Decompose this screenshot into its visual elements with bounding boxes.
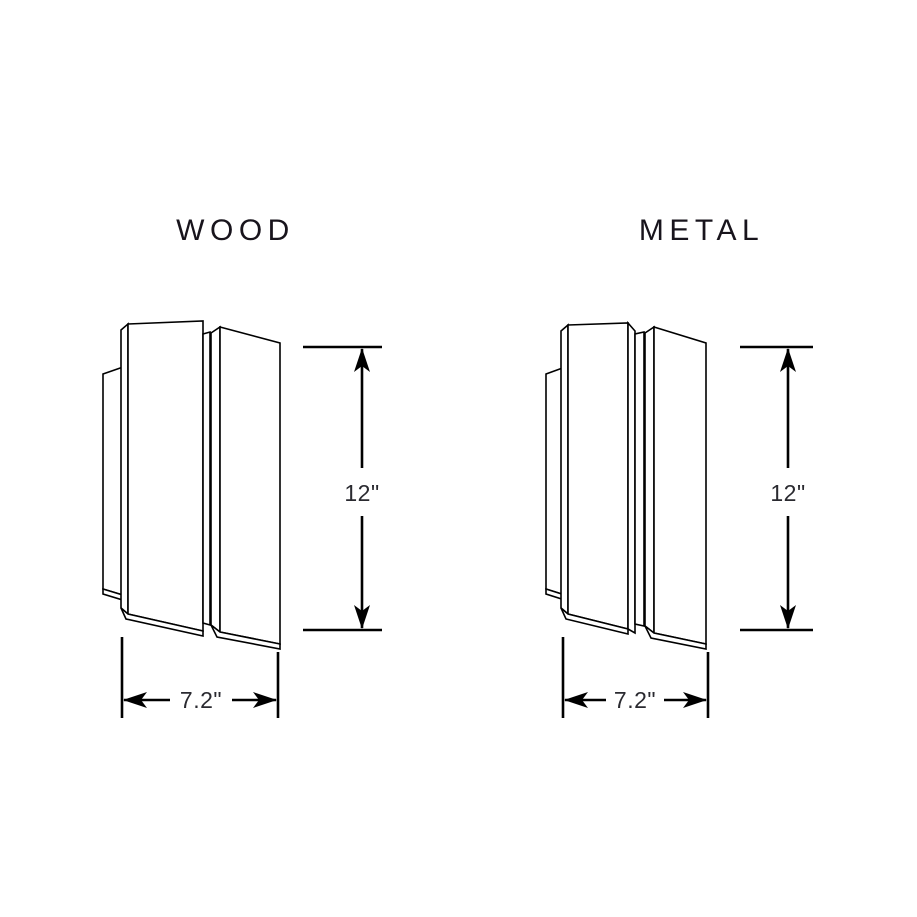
- variant-panel-metal: METAL: [458, 0, 917, 917]
- metal-front-panel-side-face: [560, 323, 569, 616]
- wood-width-label: 7.2": [180, 687, 222, 713]
- wood-sconce-illustration: [102, 320, 281, 650]
- arrow-down-icon: [780, 605, 796, 629]
- metal-front-panel-face: [567, 322, 629, 631]
- wood-right-panel-face: [219, 325, 281, 645]
- wood-front-panel-side-face: [120, 322, 129, 616]
- wood-right-panel-bottom-lip: [210, 624, 281, 650]
- metal-sconce-drawing: 12" 7.2": [545, 320, 813, 718]
- arrow-up-icon: [780, 348, 796, 372]
- arrow-right-icon: [683, 692, 707, 708]
- metal-width-arrowheads: [564, 692, 707, 708]
- metal-height-label: 12": [770, 480, 805, 506]
- arrow-down-icon: [354, 605, 370, 629]
- wood-height-arrowheads: [354, 348, 370, 629]
- wood-front-panel-face: [127, 320, 204, 633]
- wood-height-label: 12": [344, 480, 379, 506]
- variant-title-metal: METAL: [638, 214, 765, 247]
- arrow-up-icon: [354, 348, 370, 372]
- wood-center-gap: [202, 330, 211, 627]
- metal-front-panel-bottom-lip: [560, 607, 629, 636]
- variant-panel-wood: WOOD: [102, 216, 382, 718]
- metal-right-panel-side-face: [644, 325, 655, 635]
- wood-right-panel-side-face: [210, 325, 221, 634]
- wood-width-arrowheads: [123, 692, 277, 708]
- wood-sconce-drawing: 12" 7.2": [102, 320, 382, 718]
- arrow-right-icon: [253, 692, 277, 708]
- metal-right-panel-face: [653, 325, 707, 645]
- metal-front-panel-right-return: [627, 320, 636, 635]
- arrow-left-icon: [123, 692, 147, 708]
- wood-front-panel-bottom-lip: [120, 607, 204, 637]
- metal-right-panel-bottom-lip: [644, 625, 707, 650]
- metal-height-dimension: [740, 345, 813, 632]
- metal-height-arrowheads: [780, 348, 796, 629]
- metal-width-label: 7.2": [614, 687, 656, 713]
- metal-sconce-illustration: [545, 320, 707, 650]
- metal-center-gap: [634, 331, 645, 627]
- arrow-left-icon: [564, 692, 588, 708]
- variant-title-wood: WOOD: [176, 214, 295, 247]
- wood-height-dimension: [303, 345, 382, 632]
